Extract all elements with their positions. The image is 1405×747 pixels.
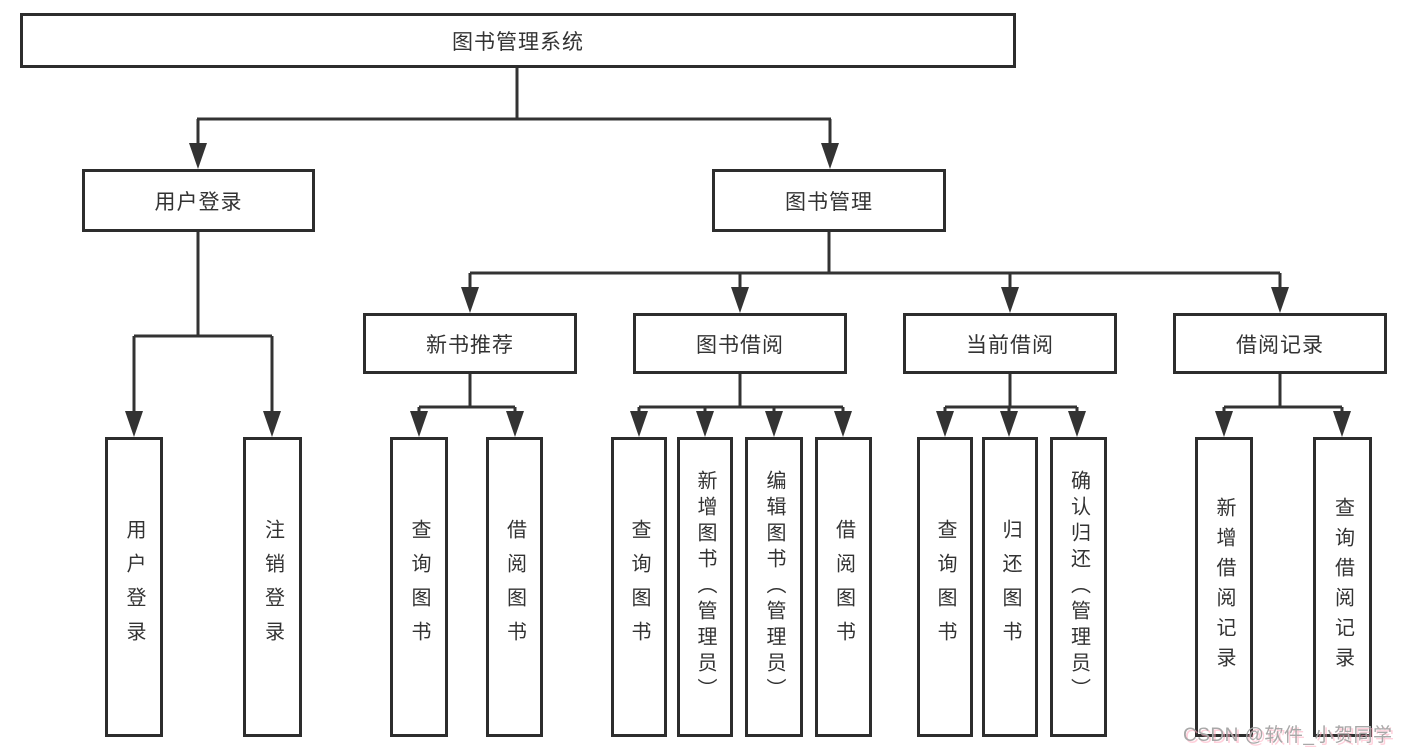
leaf-borrow-book: 借阅图书	[815, 437, 872, 737]
arrow-down-icon	[1001, 287, 1019, 313]
node-user-login: 用户登录	[82, 169, 315, 232]
node-root: 图书管理系统	[20, 13, 1016, 68]
arrow-down-icon	[696, 411, 714, 437]
arrow-down-icon	[410, 411, 428, 437]
node-book-borrow: 图书借阅	[633, 313, 847, 374]
arrow-down-icon	[765, 411, 783, 437]
node-book-borrow-label: 图书借阅	[696, 333, 784, 357]
leaf-user-login-label: 用户登录	[123, 519, 145, 655]
arrow-down-icon	[189, 143, 207, 169]
leaf-records-add-label: 新增借阅记录	[1213, 497, 1235, 677]
leaf-current-confirm-admin-label: 确认归还（管理员）	[1067, 470, 1090, 704]
leaf-current-return-label: 归还图书	[999, 519, 1021, 655]
leaf-borrow-add-admin: 新增图书（管理员）	[677, 437, 733, 737]
leaf-newbooks-query-label: 查询图书	[408, 519, 430, 655]
node-book-management: 图书管理	[712, 169, 946, 232]
leaf-borrow-book-label: 借阅图书	[832, 519, 855, 655]
leaf-records-query: 查询借阅记录	[1313, 437, 1372, 737]
leaf-borrow-edit-admin-label: 编辑图书（管理员）	[763, 470, 785, 704]
arrow-down-icon	[1068, 411, 1086, 437]
connector-lines	[132, 68, 1344, 414]
leaf-logout: 注销登录	[243, 437, 302, 737]
arrow-down-icon	[1000, 411, 1018, 437]
node-new-book-recommend-label: 新书推荐	[426, 333, 514, 357]
arrow-down-icon	[1271, 287, 1289, 313]
leaf-current-return: 归还图书	[982, 437, 1038, 737]
arrow-down-icon	[263, 411, 281, 437]
leaf-newbooks-borrow-label: 借阅图书	[503, 519, 526, 655]
node-new-book-recommend: 新书推荐	[363, 313, 577, 374]
leaf-borrow-query: 查询图书	[611, 437, 667, 737]
leaf-newbooks-query: 查询图书	[390, 437, 448, 737]
arrow-down-icon	[731, 287, 749, 313]
arrow-down-icon	[821, 143, 839, 169]
leaf-user-login: 用户登录	[105, 437, 163, 737]
leaf-logout-label: 注销登录	[261, 519, 284, 655]
leaf-borrow-edit-admin: 编辑图书（管理员）	[745, 437, 803, 737]
arrowheads	[125, 143, 1351, 437]
node-borrow-records-label: 借阅记录	[1236, 333, 1324, 357]
arrow-down-icon	[461, 287, 479, 313]
node-current-borrow-label: 当前借阅	[966, 333, 1054, 357]
arrow-down-icon	[1215, 411, 1233, 437]
leaf-records-add: 新增借阅记录	[1195, 437, 1253, 737]
leaf-current-confirm-admin: 确认归还（管理员）	[1050, 437, 1107, 737]
arrow-down-icon	[630, 411, 648, 437]
leaf-newbooks-borrow: 借阅图书	[486, 437, 543, 737]
node-current-borrow: 当前借阅	[903, 313, 1117, 374]
node-book-management-label: 图书管理	[785, 190, 873, 214]
leaf-records-query-label: 查询借阅记录	[1331, 497, 1354, 677]
arrow-down-icon	[125, 411, 143, 437]
arrow-down-icon	[936, 411, 954, 437]
leaf-current-query: 查询图书	[917, 437, 973, 737]
leaf-borrow-query-label: 查询图书	[628, 519, 650, 655]
node-user-login-label: 用户登录	[154, 190, 243, 214]
watermark: CSDN @软件_小贺同学	[1183, 725, 1393, 746]
node-borrow-records: 借阅记录	[1173, 313, 1387, 374]
arrow-down-icon	[506, 411, 524, 437]
leaf-borrow-add-admin-label: 新增图书（管理员）	[694, 470, 716, 704]
node-root-label: 图书管理系统	[452, 30, 584, 54]
leaf-current-query-label: 查询图书	[934, 519, 956, 655]
arrow-down-icon	[1333, 411, 1351, 437]
arrow-down-icon	[834, 411, 852, 437]
